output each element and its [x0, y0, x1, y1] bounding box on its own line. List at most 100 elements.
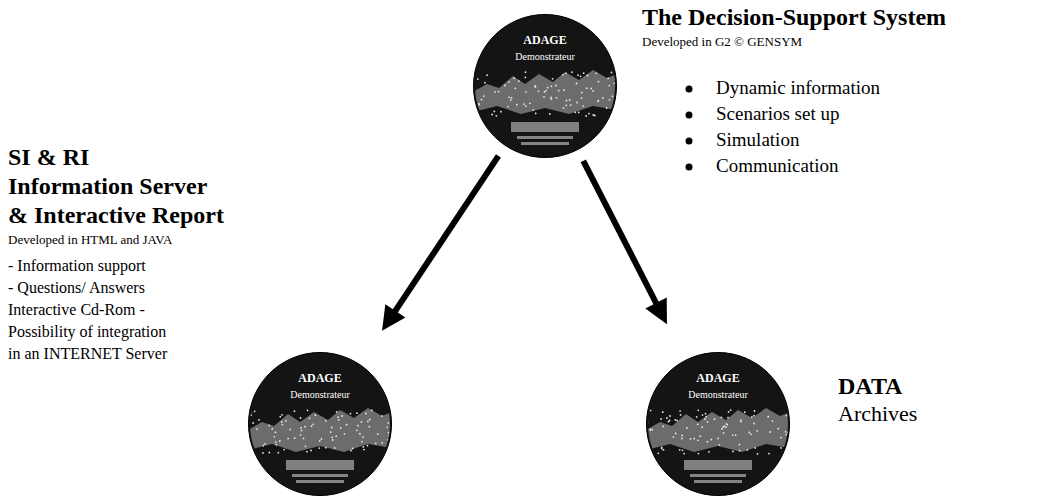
- cd-band: [517, 136, 573, 139]
- text-label: Archives: [838, 401, 917, 426]
- cd-speckle: [375, 443, 377, 445]
- cd-speckle: [728, 411, 730, 413]
- cd-speckle: [543, 96, 545, 98]
- cd-speckle: [705, 413, 707, 415]
- cd-speckle: [315, 414, 317, 416]
- cd-speckle: [275, 441, 277, 443]
- cd-speckle: [611, 72, 613, 74]
- cd-landscape: [646, 408, 790, 452]
- cd-speckle: [651, 429, 653, 431]
- cd-speckle: [686, 427, 688, 429]
- cd-node: ADAGEDemonstrateur: [646, 352, 790, 496]
- cd-speckle: [307, 409, 309, 411]
- cd-speckle: [367, 445, 369, 447]
- cd-speckle: [562, 74, 564, 76]
- cd-node: ADAGEDemonstrateur: [473, 14, 617, 158]
- cd-speckle: [669, 420, 671, 422]
- cd-speckle: [538, 90, 540, 92]
- cd-speckle: [264, 443, 266, 445]
- section-heading: Information Server: [8, 173, 207, 201]
- cd-speckle: [340, 427, 342, 429]
- cd-speckle: [483, 95, 485, 97]
- cd-speckle: [275, 444, 277, 446]
- cd-speckle: [787, 432, 789, 434]
- cd-speckle: [615, 114, 617, 116]
- cd-speckle: [549, 113, 551, 115]
- cd-speckle: [269, 452, 271, 454]
- cd-speckle: [300, 434, 302, 436]
- cd-speckle: [547, 87, 549, 89]
- cd-speckle: [337, 416, 339, 418]
- cd-speckle: [662, 426, 664, 428]
- cd-speckle: [722, 426, 724, 428]
- cd-speckle: [777, 428, 779, 430]
- cd-speckle: [377, 433, 379, 435]
- cd-speckle: [371, 410, 373, 412]
- cd-speckle: [707, 421, 709, 423]
- text-label: Scenarios set up: [716, 103, 839, 125]
- cd-speckle: [565, 72, 567, 74]
- cd-speckle: [721, 417, 723, 419]
- cd-speckle: [674, 419, 676, 421]
- cd-speckle: [705, 416, 707, 418]
- cd-speckle: [740, 419, 742, 421]
- cd-speckle: [732, 451, 734, 453]
- cd-speckle: [306, 451, 308, 453]
- cd-speckle: [365, 413, 367, 415]
- cd-speckle: [362, 436, 364, 438]
- cd-speckle: [569, 99, 571, 101]
- cd-speckle: [661, 448, 663, 450]
- text-label: - Questions/ Answers: [8, 279, 145, 297]
- cd-speckle: [597, 100, 599, 102]
- cd-speckle: [772, 420, 774, 422]
- cd-speckle: [262, 452, 264, 454]
- text-label: Communication: [716, 155, 838, 177]
- cd-speckle: [508, 81, 510, 83]
- cd-speckle: [498, 91, 500, 93]
- cd-speckle: [647, 422, 649, 424]
- cd-speckle: [268, 425, 270, 427]
- cd-speckle: [669, 415, 671, 417]
- cd-speckle: [294, 437, 296, 439]
- cd-speckle: [650, 428, 652, 430]
- cd-speckle: [753, 415, 755, 417]
- cd-speckle: [555, 85, 557, 87]
- cd-speckle: [545, 90, 547, 92]
- cd-speckle: [518, 80, 520, 82]
- cd-speckle: [281, 424, 283, 426]
- cd-speckle: [331, 437, 333, 439]
- cd-speckle: [735, 434, 737, 436]
- cd-speckle: [650, 429, 652, 431]
- cd-speckle: [614, 78, 616, 80]
- cd-speckle: [346, 424, 348, 426]
- cd-speckle: [615, 86, 617, 88]
- text-label: Developed in G2 © GENSYM: [642, 35, 802, 50]
- cd-band: [684, 460, 752, 470]
- cd-speckle: [730, 409, 732, 411]
- cd-speckle: [714, 418, 716, 420]
- cd-speckle: [588, 113, 590, 115]
- cd-band: [292, 474, 348, 477]
- cd-speckle: [283, 449, 285, 451]
- cd-speckle: [754, 447, 756, 449]
- text-label: Developed in HTML and JAVA: [8, 233, 172, 248]
- cd-speckle: [676, 420, 678, 422]
- cd-speckle: [248, 431, 250, 433]
- cd-speckle: [304, 426, 306, 428]
- arrow-shaft: [583, 161, 658, 307]
- cd-disc: [647, 353, 790, 496]
- cd-speckle: [491, 114, 493, 116]
- cd-speckle: [524, 77, 526, 79]
- cd-speckle: [592, 90, 594, 92]
- cd-speckle: [525, 71, 527, 73]
- cd-speckle: [785, 434, 787, 436]
- cd-speckle: [754, 410, 756, 412]
- text-label: Dynamic information: [716, 77, 880, 99]
- cd-speckle: [361, 441, 363, 443]
- cd-speckle: [277, 452, 279, 454]
- cd-speckle: [717, 438, 719, 440]
- cd-speckle: [583, 72, 585, 74]
- cd-speckle: [606, 107, 608, 109]
- cd-speckle: [368, 426, 370, 428]
- cd-speckle: [363, 449, 365, 451]
